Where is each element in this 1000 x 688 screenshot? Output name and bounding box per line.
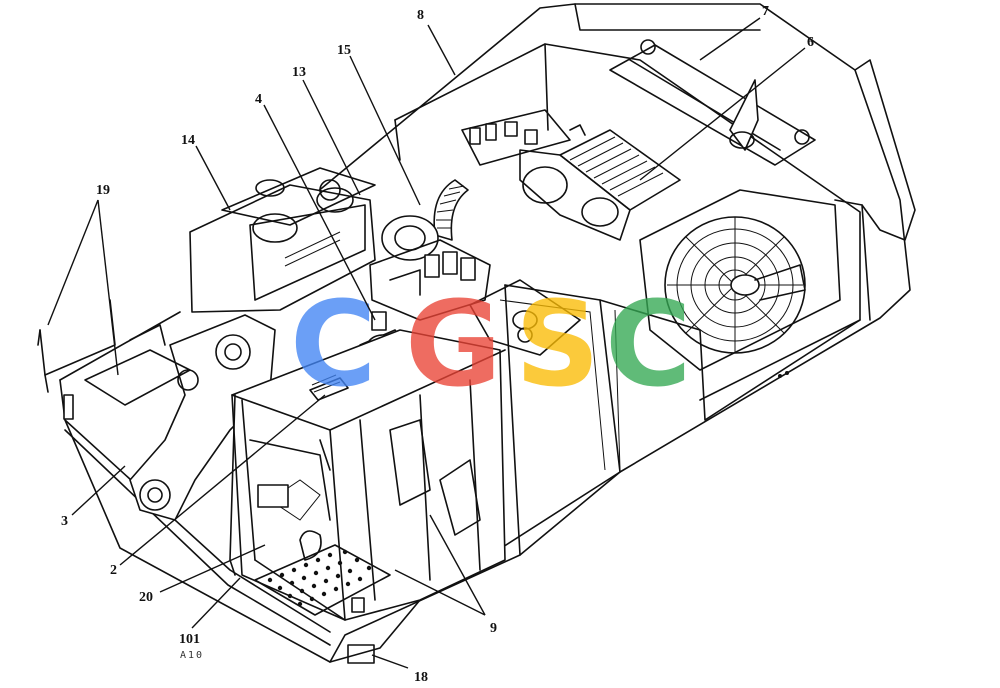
callout-13: 13 bbox=[292, 65, 306, 80]
callout-101: 101 bbox=[179, 632, 200, 647]
center-plate bbox=[469, 279, 581, 356]
callout-2: 2 bbox=[110, 563, 117, 578]
cab-floor-grid bbox=[254, 544, 391, 616]
watermark-letter-3: S bbox=[515, 275, 600, 413]
drawing-code: A10 bbox=[180, 650, 204, 661]
callout-18: 18 bbox=[414, 670, 428, 685]
operator-cab bbox=[229, 329, 506, 664]
callout-7: 7 bbox=[762, 4, 769, 19]
counterweight-plate bbox=[609, 39, 816, 166]
radiator-fan bbox=[639, 189, 841, 378]
callouts: 8 7 6 15 13 4 14 19 3 2 20 101 A10 9 18 bbox=[61, 4, 814, 685]
callout-6: 6 bbox=[807, 35, 814, 50]
watermark-letter-1: C bbox=[290, 275, 377, 413]
watermark: C G S C bbox=[290, 275, 692, 413]
callout-3: 3 bbox=[61, 514, 68, 529]
callout-15: 15 bbox=[337, 43, 351, 58]
callout-19: 19 bbox=[96, 183, 110, 198]
hydraulic-tank bbox=[189, 167, 376, 313]
left-deck bbox=[37, 299, 191, 420]
callout-20: 20 bbox=[139, 590, 153, 605]
callout-14: 14 bbox=[181, 133, 195, 148]
leader-lines bbox=[47, 17, 806, 669]
callout-8: 8 bbox=[417, 8, 424, 23]
boom-bracket bbox=[129, 314, 276, 521]
watermark-letter-2: G bbox=[405, 275, 502, 413]
engine-assembly bbox=[461, 109, 681, 241]
control-valves bbox=[369, 239, 491, 321]
intake-pipe bbox=[381, 179, 469, 261]
watermark-letter-4: C bbox=[605, 275, 692, 413]
callout-4: 4 bbox=[255, 92, 262, 107]
callout-9: 9 bbox=[490, 621, 497, 636]
